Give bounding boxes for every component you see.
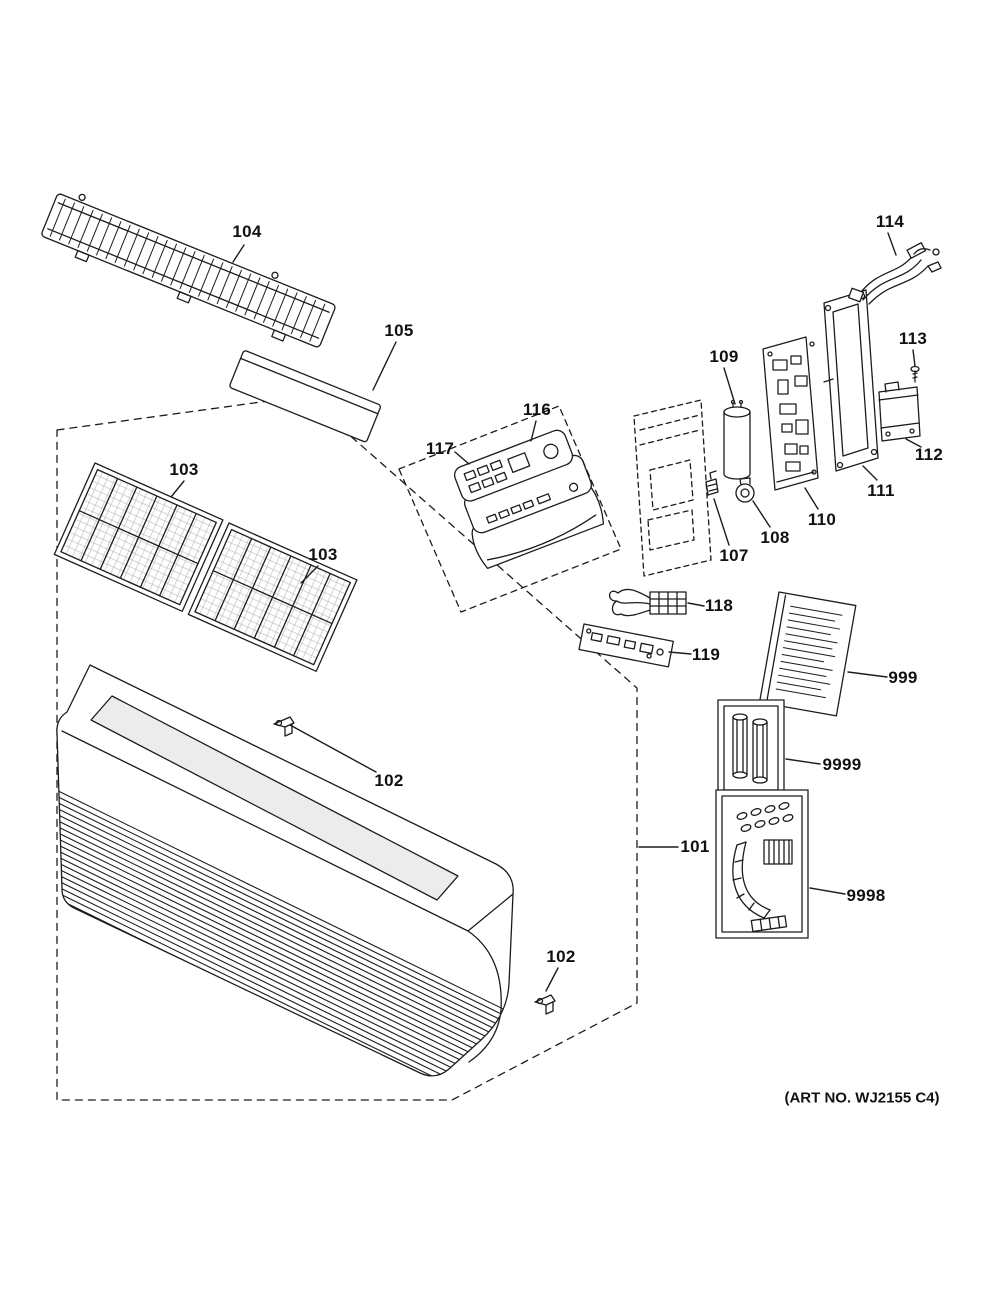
part-label-109: 109	[709, 347, 739, 366]
small-control-board	[578, 623, 674, 668]
retainer-clip-1	[273, 716, 295, 737]
part-label-107: 107	[719, 546, 749, 565]
part-label-111: 111	[867, 481, 895, 500]
blank-panel	[229, 350, 381, 443]
transformer	[878, 381, 921, 442]
part-label-116: 116	[522, 400, 552, 419]
board-mounting-bracket	[823, 289, 879, 472]
hardware-kit-9998	[715, 789, 809, 939]
part-label-112: 112	[914, 445, 944, 464]
manual-booklet	[758, 591, 857, 717]
air-filter-2	[187, 522, 358, 672]
part-label-105: 105	[384, 321, 414, 340]
part-label-103-a: 103	[169, 460, 199, 479]
part-label-119: 119	[691, 645, 721, 664]
air-filter-1	[53, 462, 224, 612]
art-number-note: (ART NO. WJ2155 C4)	[784, 1089, 940, 1107]
wiring-harness	[848, 242, 942, 305]
control-face	[453, 429, 574, 502]
part-label-104: 104	[232, 222, 262, 241]
front-cabinet	[56, 664, 514, 1077]
chassis-outline-hidden	[633, 399, 712, 577]
hose-clamp	[735, 477, 755, 503]
part-label-118: 118	[704, 596, 734, 615]
run-capacitor	[723, 399, 751, 480]
wire-connector	[608, 588, 687, 617]
retainer-clip-2	[534, 994, 556, 1015]
main-control-board	[762, 336, 819, 491]
leader-lines	[170, 232, 922, 992]
parts-pack-9999	[717, 699, 785, 797]
part-label-9998: 9998	[846, 886, 886, 905]
control-escutcheon	[463, 454, 592, 534]
part-label-114: 114	[875, 212, 905, 231]
top-grille	[41, 193, 336, 348]
part-label-113: 113	[898, 329, 928, 348]
part-label-102-b: 102	[546, 947, 576, 966]
part-label-103-b: 103	[308, 545, 338, 564]
part-label-9999: 9999	[822, 755, 862, 774]
retainer-clip-107	[705, 470, 719, 496]
part-label-110: 110	[807, 510, 837, 529]
part-label-117: 117	[425, 439, 455, 458]
control-panel-assembly	[398, 405, 622, 613]
part-label-102-a: 102	[374, 771, 404, 790]
screw	[910, 365, 920, 383]
part-label-101: 101	[680, 837, 710, 856]
part-label-999: 999	[888, 668, 918, 687]
part-label-108: 108	[760, 528, 790, 547]
